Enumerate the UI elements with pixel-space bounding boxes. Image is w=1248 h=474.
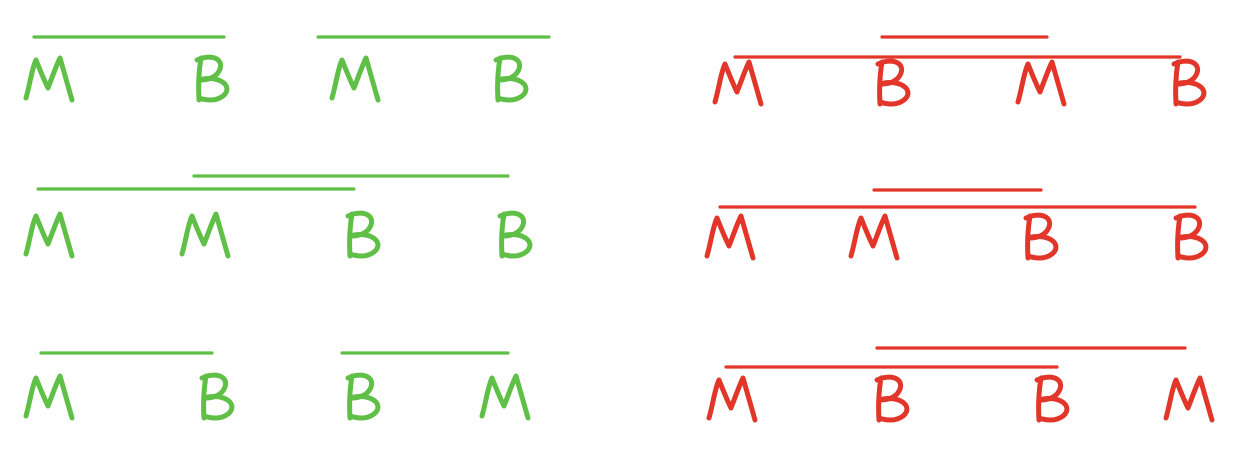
- letter-m: [179, 211, 231, 259]
- letter-stroke: [345, 372, 381, 421]
- letter-stroke: [706, 375, 758, 423]
- letter-m: [479, 373, 531, 421]
- letter-stroke: [1163, 375, 1215, 423]
- letter-stroke: [199, 372, 235, 421]
- letter-b: [874, 374, 910, 423]
- letter-m: [706, 375, 758, 423]
- letter-b: [1171, 58, 1207, 107]
- letter-m: [1015, 59, 1067, 107]
- letter-stroke: [23, 211, 75, 259]
- letter-stroke: [179, 211, 231, 259]
- letter-stroke: [194, 54, 230, 103]
- letter-b: [1034, 374, 1070, 423]
- letter-stroke: [345, 210, 381, 259]
- valid-row-1: [23, 35, 551, 103]
- letter-stroke: [497, 210, 533, 259]
- invalid-group: [704, 35, 1215, 423]
- letter-stroke: [1034, 374, 1070, 423]
- invalid-row-3: [706, 346, 1215, 423]
- letter-m: [23, 373, 75, 421]
- letter-stroke: [1023, 212, 1059, 261]
- letter-m: [1163, 375, 1215, 423]
- letter-stroke: [23, 373, 75, 421]
- letter-m: [848, 213, 900, 261]
- letter-m: [23, 55, 75, 103]
- letter-stroke: [493, 54, 529, 103]
- letter-b: [345, 210, 381, 259]
- letter-m: [712, 59, 764, 107]
- letter-m: [704, 213, 756, 261]
- letter-b: [497, 210, 533, 259]
- letter-stroke: [479, 373, 531, 421]
- letter-b: [875, 58, 911, 107]
- letter-stroke: [23, 55, 75, 103]
- valid-row-3: [23, 351, 531, 421]
- letter-stroke: [1171, 58, 1207, 107]
- letter-stroke: [704, 213, 756, 261]
- invalid-row-2: [704, 188, 1209, 261]
- letter-m: [329, 55, 381, 103]
- letter-stroke: [1015, 59, 1067, 107]
- letter-b: [1023, 212, 1059, 261]
- letter-b: [493, 54, 529, 103]
- valid-group: [23, 35, 551, 421]
- letter-m: [23, 211, 75, 259]
- letter-stroke: [712, 59, 764, 107]
- invalid-row-1: [712, 35, 1207, 107]
- letter-stroke: [874, 374, 910, 423]
- letter-b: [194, 54, 230, 103]
- letter-b: [345, 372, 381, 421]
- letter-stroke: [848, 213, 900, 261]
- valid-row-2: [23, 174, 533, 259]
- letter-stroke: [1173, 212, 1209, 261]
- letter-stroke: [329, 55, 381, 103]
- letter-b: [1173, 212, 1209, 261]
- letter-stroke: [875, 58, 911, 107]
- letter-b: [199, 372, 235, 421]
